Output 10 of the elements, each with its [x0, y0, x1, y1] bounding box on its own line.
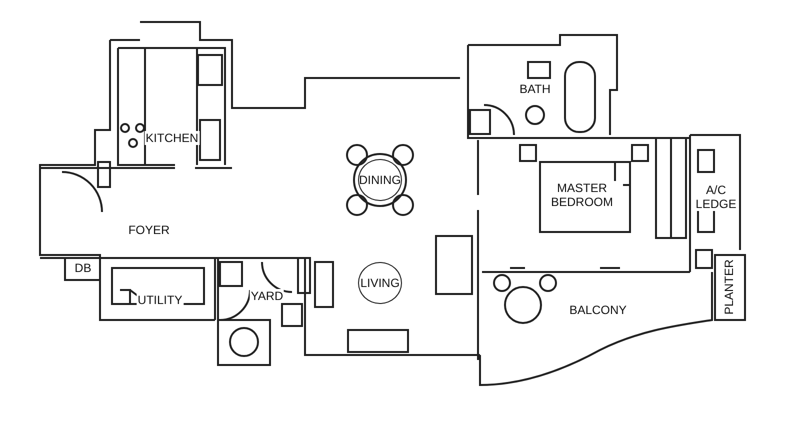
room-label: UTILITY [136, 293, 184, 307]
room-label: PLANTER [722, 258, 736, 316]
room-label: BATH [518, 82, 552, 96]
room-label: FOYER [127, 223, 171, 237]
room-label: DB [74, 261, 92, 275]
room-label: DINING [358, 159, 402, 201]
room-label: BALCONY [568, 303, 628, 317]
room-label: YARD [250, 289, 284, 303]
room-label: KITCHEN [144, 131, 200, 145]
room-label: LIVING [358, 262, 402, 304]
